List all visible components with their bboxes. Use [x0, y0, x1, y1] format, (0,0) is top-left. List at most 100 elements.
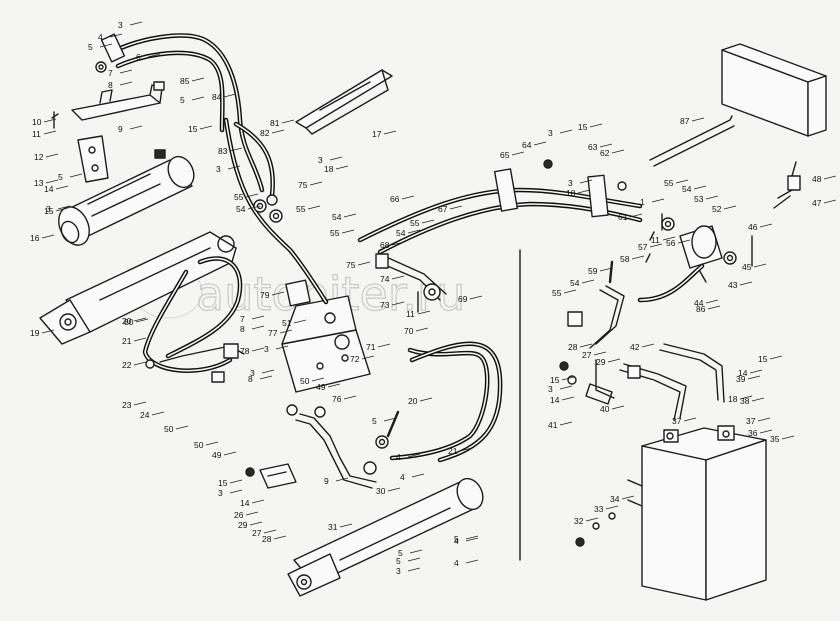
leader-line — [261, 369, 275, 374]
leader-line — [43, 130, 57, 135]
callout-72: 72 — [350, 354, 360, 364]
callout-30: 30 — [376, 486, 386, 496]
center-tube-bundle — [357, 159, 643, 255]
leader-line — [559, 129, 573, 134]
callout-14-2: 14 — [240, 498, 250, 508]
hydraulic-cylinder-31 — [287, 477, 484, 597]
callout-15-2: 15 — [550, 375, 560, 385]
leader-line — [409, 549, 423, 554]
callout-77: 77 — [268, 328, 278, 338]
fitting-47-48 — [645, 195, 791, 267]
callout-74: 74 — [380, 274, 390, 284]
callout-54: 54 — [236, 204, 246, 214]
clamp-26-27 — [245, 463, 297, 489]
leader-line — [757, 417, 771, 422]
leader-line — [747, 375, 761, 380]
valve-block — [281, 279, 371, 393]
callout-21-1: 21 — [448, 446, 458, 456]
leader-line — [41, 234, 55, 239]
callout-18-1: 18 — [566, 188, 576, 198]
leader-line — [133, 337, 147, 342]
callout-9-1: 9 — [324, 476, 329, 486]
callout-5-2: 5 — [58, 172, 63, 182]
leader-line — [251, 499, 265, 504]
callout-3-5: 3 — [46, 204, 51, 214]
callout-5-4: 5 — [454, 534, 459, 544]
callout-3-7: 3 — [548, 384, 553, 394]
callout-39: 39 — [736, 374, 746, 384]
leader-line — [705, 195, 719, 200]
hydraulic-cylinder-top — [58, 149, 195, 246]
leader-line — [259, 375, 273, 380]
leader-line — [251, 325, 265, 330]
leader-line — [309, 181, 323, 186]
left-tube-loops — [142, 256, 245, 383]
leader-line — [581, 279, 595, 284]
leader-line — [249, 521, 263, 526]
callout-82: 82 — [260, 128, 270, 138]
leader-line — [419, 397, 433, 402]
leader-line — [109, 33, 123, 38]
leader-line — [823, 175, 837, 180]
callout-61: 61 — [618, 212, 628, 222]
callout-85: 85 — [180, 76, 190, 86]
top-left-hose-assembly — [95, 33, 265, 193]
callout-71: 71 — [366, 342, 376, 352]
leader-line — [341, 229, 355, 234]
leader-line — [335, 477, 349, 482]
leader-line — [147, 53, 161, 58]
callout-87: 87 — [680, 116, 690, 126]
leader-line — [245, 193, 259, 198]
callout-12: 12 — [34, 152, 44, 162]
callout-54-2: 54 — [396, 228, 406, 238]
callout-59: 59 — [588, 266, 598, 276]
callout-28-1: 28 — [568, 342, 578, 352]
callout-55-3: 55 — [410, 218, 420, 228]
leader-line — [45, 179, 59, 184]
callout-65: 65 — [500, 150, 510, 160]
leader-line — [589, 123, 603, 128]
leader-line — [465, 535, 479, 540]
callout-27: 27 — [252, 528, 262, 538]
leader-line — [421, 219, 435, 224]
leader-line — [407, 229, 421, 234]
callout-58: 58 — [620, 254, 630, 264]
callout-1: 1 — [640, 197, 645, 207]
leader-line — [279, 329, 293, 334]
callout-36: 36 — [748, 428, 758, 438]
leader-line — [593, 351, 607, 356]
callout-10: 10 — [32, 117, 42, 127]
leader-line — [383, 417, 397, 422]
leader-line — [387, 487, 401, 492]
callout-24: 24 — [140, 410, 150, 420]
callout-5: 5 — [88, 42, 93, 52]
callout-75-1: 75 — [346, 260, 356, 270]
callout-55-2: 55 — [330, 228, 340, 238]
callout-8-2: 8 — [248, 374, 253, 384]
callout-48: 48 — [812, 174, 822, 184]
leader-line — [459, 447, 473, 452]
leader-line — [559, 421, 573, 426]
callout-23: 23 — [122, 400, 132, 410]
leader-line — [191, 77, 205, 82]
leader-line — [343, 213, 357, 218]
leader-line — [561, 396, 575, 401]
callout-14: 14 — [44, 184, 54, 194]
callout-11-2: 11 — [651, 235, 660, 245]
callout-3-4: 3 — [216, 164, 221, 174]
callout-16: 16 — [30, 233, 40, 243]
callout-8-1: 8 — [240, 324, 245, 334]
callout-5-6: 5 — [396, 556, 401, 566]
callout-49-1: 49 — [212, 450, 222, 460]
callout-51: 51 — [282, 318, 292, 328]
leader-line — [417, 310, 431, 315]
callout-21: 21 — [122, 336, 132, 346]
leader-line — [629, 213, 643, 218]
leader-line — [662, 236, 676, 241]
leader-line — [361, 355, 375, 360]
callout-11: 11 — [32, 129, 41, 139]
leader-line — [693, 185, 707, 190]
callout-4: 4 — [98, 32, 103, 42]
leader-line — [739, 281, 753, 286]
leader-line — [753, 263, 767, 268]
